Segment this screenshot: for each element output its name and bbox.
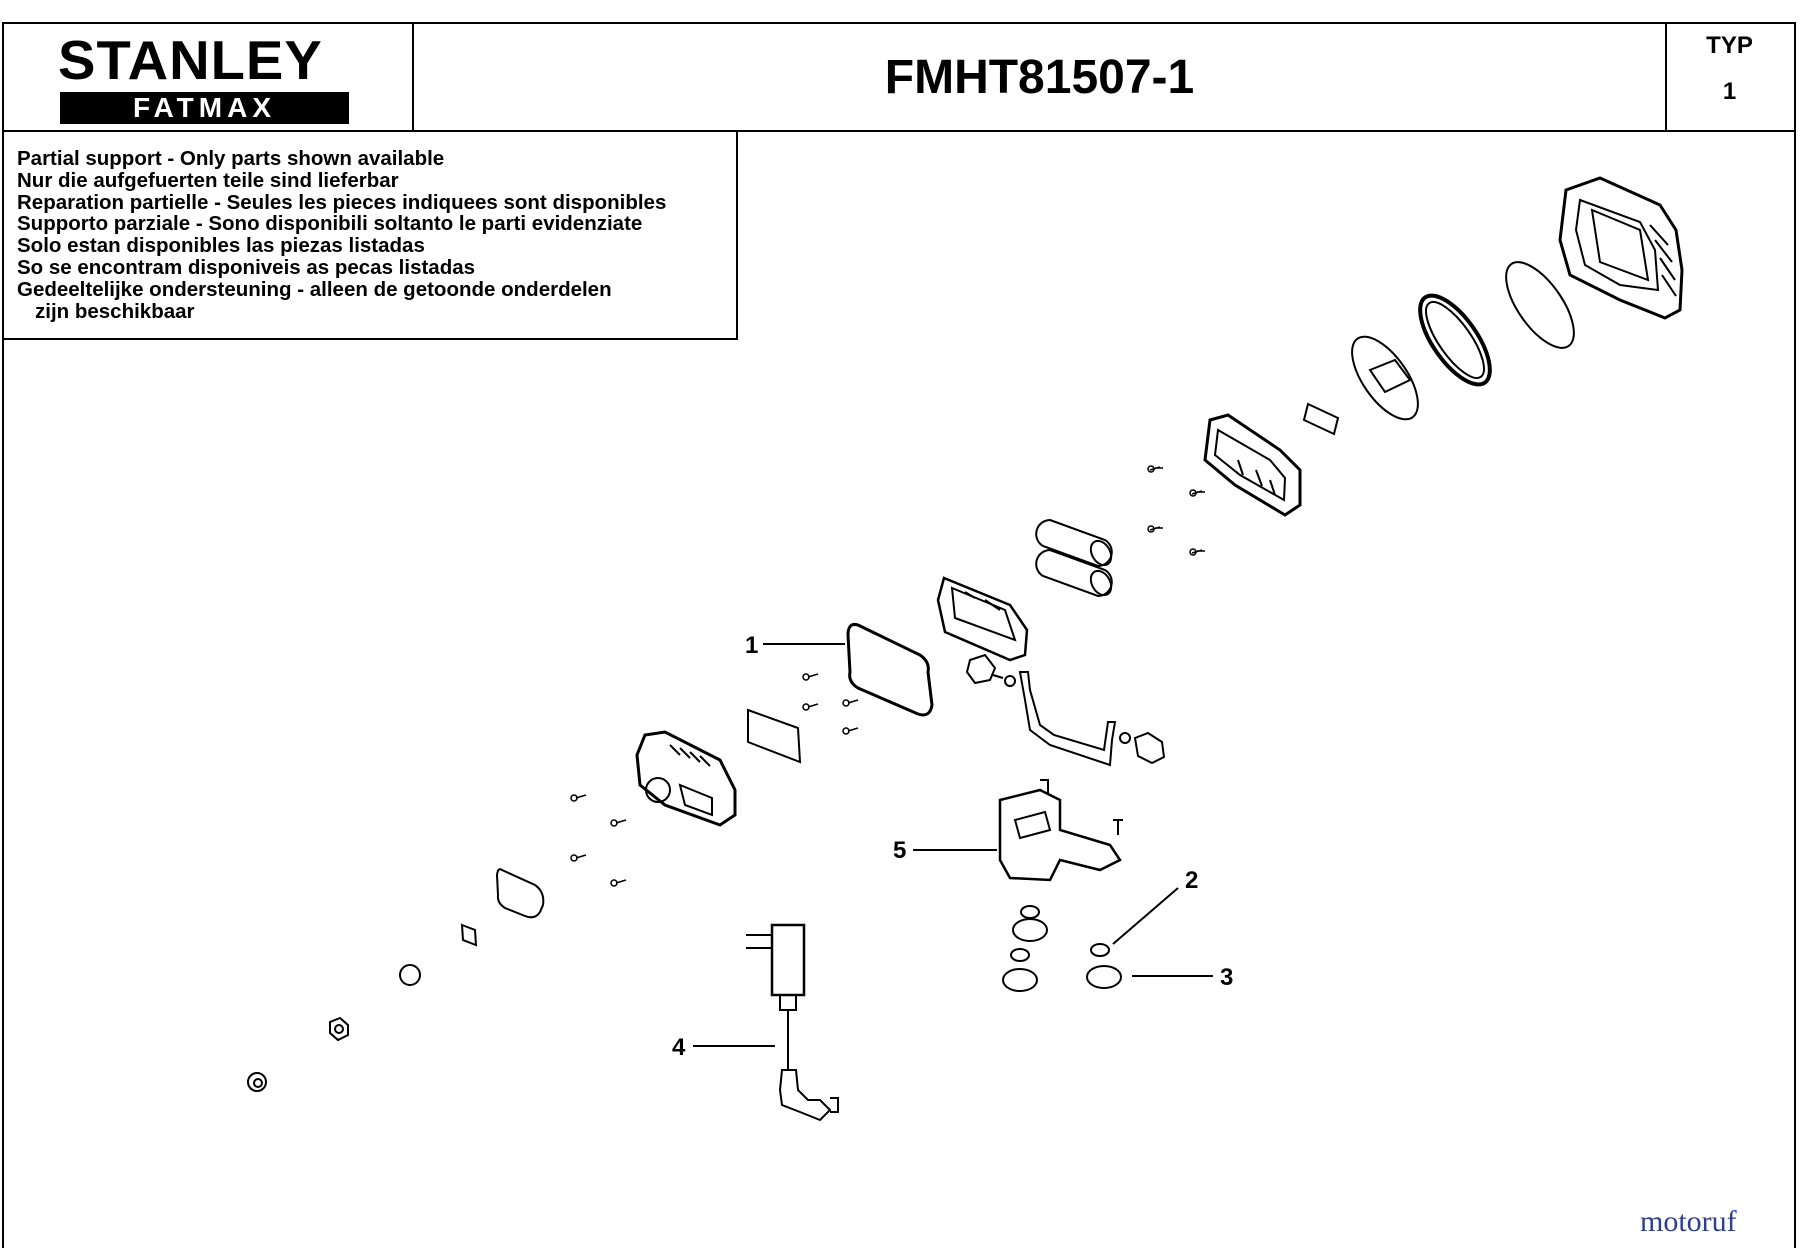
note-line: Supporto parziale - Sono disponibili sol… — [17, 212, 643, 236]
model-number: FMHT81507-1 — [884, 51, 1195, 104]
screw-group — [1147, 465, 1205, 556]
model-cell: FMHT81507-1 — [414, 22, 1667, 130]
typ-cell: TYP 1 — [1667, 22, 1792, 130]
screw-group — [802, 673, 859, 735]
typ-value: 1 — [1722, 78, 1737, 105]
grommet-part — [399, 964, 421, 986]
sub-brand: FATMAX — [60, 92, 349, 124]
leader-lines — [693, 643, 1213, 1047]
circuit-board-part — [747, 708, 802, 764]
callout-label: 3 — [1220, 964, 1233, 991]
drawing-frame — [2, 22, 1796, 1248]
callout-label: 4 — [672, 1034, 686, 1061]
typ-label: TYP — [1706, 32, 1753, 59]
front-housing-part — [1203, 413, 1302, 517]
side-knob-part — [1119, 731, 1166, 765]
note-line: So se encontram disponiveis as pecas lis… — [17, 255, 476, 279]
screw-group — [570, 794, 627, 887]
note-line: Solo estan disponibles las piezas listad… — [17, 234, 425, 258]
switch-cover-part — [495, 868, 545, 919]
note-line: Reparation partielle - Seules les pieces… — [17, 190, 667, 214]
head-housing-part — [635, 730, 737, 827]
note-line: Gedeeltelijke ondersteuning - alleen de … — [17, 277, 612, 301]
note-line: zijn beschikbaar — [35, 299, 195, 323]
title-block: STANLEY FATMAX FMHT81507-1 TYP 1 — [2, 22, 1796, 132]
callout-label: 2 — [1185, 867, 1198, 894]
rear-housing-part — [1558, 176, 1684, 320]
bracket-part — [1018, 671, 1117, 767]
battery-holder-part — [936, 576, 1029, 662]
note-line: Partial support - Only parts shown avail… — [17, 147, 445, 170]
lens-part — [1505, 261, 1575, 349]
base-clamp-part — [998, 779, 1123, 882]
watermark: motoruf — [1640, 1205, 1737, 1238]
knob-part — [965, 653, 1016, 687]
switch-part — [460, 923, 478, 947]
availability-notes: Partial support - Only parts shown avail… — [2, 132, 738, 340]
feet-part — [1002, 905, 1122, 992]
callout-label: 5 — [893, 837, 906, 864]
reflector-part — [1351, 335, 1419, 421]
note-line: Nur die aufgefuerten teile sind lieferba… — [17, 168, 399, 192]
battery-cells-part — [1035, 518, 1113, 598]
logo: STANLEY FATMAX — [2, 22, 414, 130]
brand-name: STANLEY — [58, 29, 323, 91]
ac-adapter-part — [746, 923, 839, 1122]
callout-label: 1 — [745, 632, 758, 659]
gasket-part — [846, 623, 934, 717]
seal-ring-part — [1418, 293, 1492, 387]
nut-part — [329, 1016, 349, 1042]
dc-jack-part — [247, 1072, 267, 1092]
led-board-part — [1302, 402, 1340, 436]
